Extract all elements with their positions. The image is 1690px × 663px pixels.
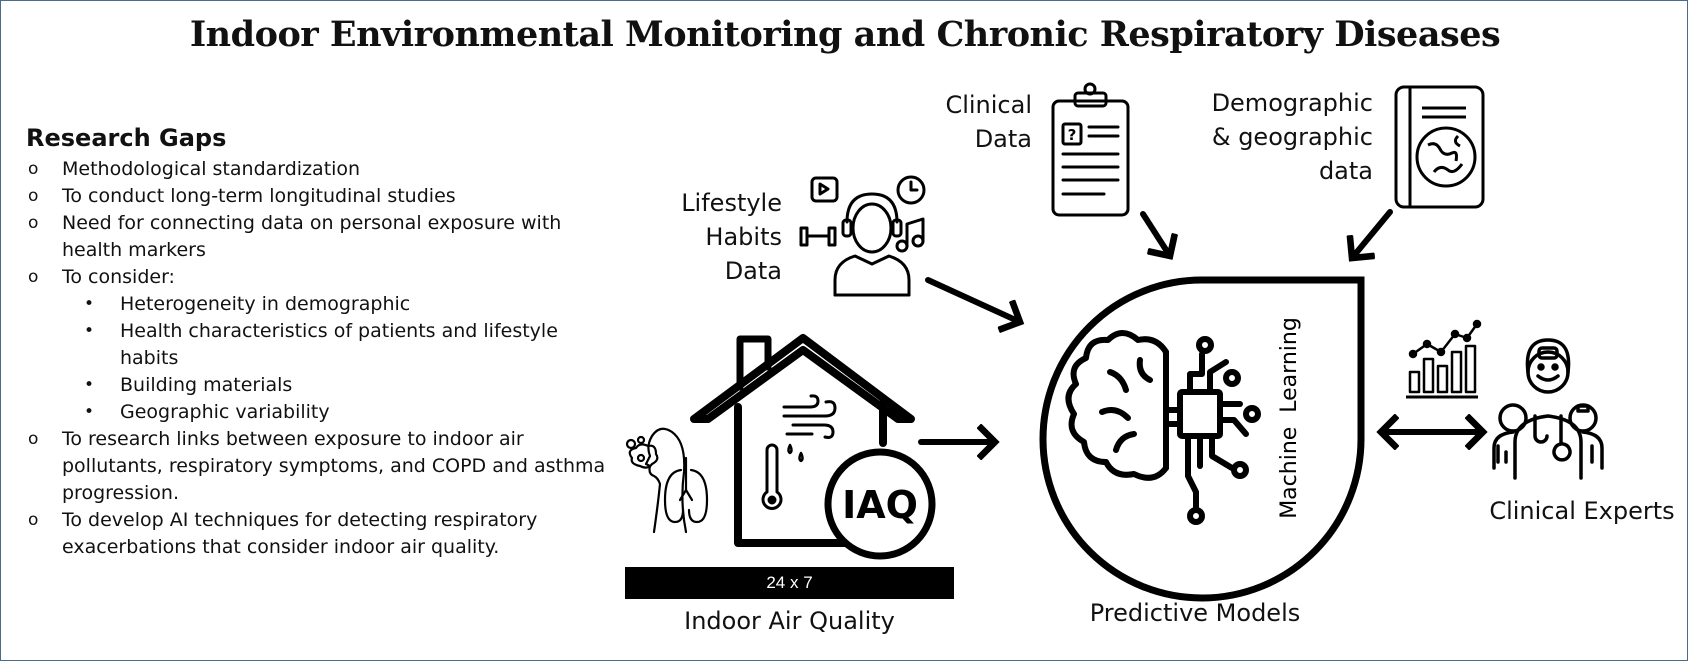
gap-item: Need for connecting data on personal exp… bbox=[26, 210, 582, 264]
consider-subitem: Health characteristics of patients and l… bbox=[62, 318, 580, 372]
clipboard-icon: ? bbox=[1051, 82, 1130, 217]
iaq-badge bbox=[824, 448, 936, 560]
indoor-air-quality-caption: Indoor Air Quality bbox=[684, 607, 895, 635]
consider-subitem: Heterogeneity in demographic bbox=[62, 291, 596, 318]
lifestyle-person-icon bbox=[799, 175, 926, 297]
demographic-label-line: & geographic bbox=[1211, 123, 1373, 151]
arrow-demographic-to-model bbox=[1352, 209, 1393, 258]
consider-sublist: Heterogeneity in demographic Health char… bbox=[62, 291, 596, 426]
clinical-label-line: Clinical bbox=[945, 91, 1032, 119]
doctors-icon bbox=[1492, 338, 1604, 480]
brain-chip-icon bbox=[1065, 330, 1261, 525]
demographic-data-label: Demographic & geographic data bbox=[1180, 86, 1373, 188]
lifestyle-data-label: Lifestyle Habits Data bbox=[660, 186, 782, 288]
gap-item: To research links between exposure to in… bbox=[26, 426, 627, 507]
monitoring-24x7-bar: 24 x 7 bbox=[625, 567, 954, 599]
gap-item: To conduct long-term longitudinal studie… bbox=[26, 183, 596, 210]
gap-item-consider-label: To consider: bbox=[62, 266, 175, 288]
bar-chart-icon bbox=[1406, 319, 1482, 399]
atlas-book-icon bbox=[1394, 85, 1485, 209]
research-gaps-list: Methodological standardization To conduc… bbox=[26, 156, 605, 561]
lungs-person-icon bbox=[625, 427, 709, 534]
lifestyle-label-line: Habits bbox=[705, 223, 782, 251]
demographic-label-line: data bbox=[1318, 157, 1373, 185]
machine-learning-label: Machine Learning bbox=[1277, 317, 1302, 519]
gap-item-consider: To consider: Heterogeneity in demographi… bbox=[26, 264, 596, 426]
lifestyle-label-line: Data bbox=[724, 257, 782, 285]
gap-item: To develop AI techniques for detecting r… bbox=[26, 507, 582, 561]
clinical-label-line: Data bbox=[974, 125, 1032, 153]
figure-title: Indoor Environmental Monitoring and Chro… bbox=[189, 14, 1501, 55]
flow-arrows bbox=[918, 209, 1483, 442]
svg-text:?: ? bbox=[1068, 126, 1077, 144]
predictive-models-caption: Predictive Models bbox=[1089, 599, 1301, 627]
research-gaps-heading: Research Gaps bbox=[26, 124, 227, 152]
clinical-experts-caption: Clinical Experts bbox=[1489, 497, 1675, 525]
clinical-data-label: Clinical Data bbox=[920, 88, 1032, 156]
house-icon bbox=[690, 334, 915, 547]
consider-subitem: Geographic variability bbox=[62, 399, 596, 426]
consider-subitem: Building materials bbox=[62, 372, 596, 399]
arrow-lifestyle-to-model bbox=[925, 277, 1020, 322]
demographic-label-line: Demographic bbox=[1211, 89, 1373, 117]
iaq-badge-text: IAQ bbox=[842, 483, 918, 527]
arrow-clinical-to-model bbox=[1140, 211, 1170, 256]
gap-item: Methodological standardization bbox=[26, 156, 596, 183]
lifestyle-label-line: Lifestyle bbox=[681, 189, 782, 217]
